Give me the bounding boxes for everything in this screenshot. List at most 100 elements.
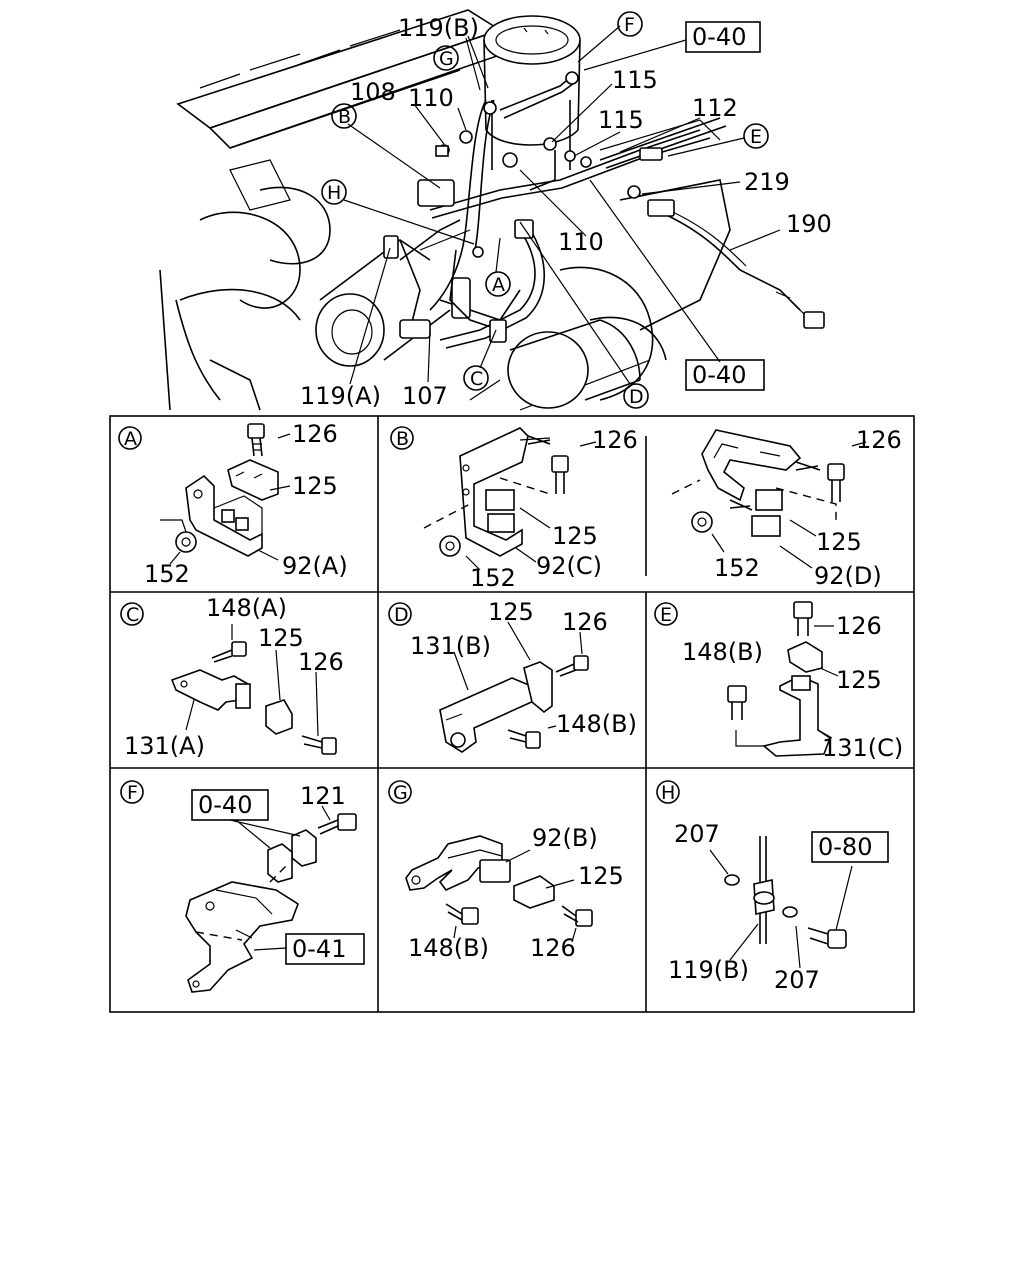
panel-b-left-label-152: 152 <box>470 564 516 592</box>
bolt-126-g <box>561 905 593 927</box>
clip-f-lower <box>267 843 293 883</box>
panel-b-left-label-125: 125 <box>552 522 598 550</box>
clamp-125-d <box>523 661 553 714</box>
panel-b-letter: B <box>396 428 409 450</box>
svg-text:F: F <box>624 14 635 36</box>
bolt-126-e <box>793 601 813 636</box>
callout-g: G <box>433 45 459 71</box>
label-107: 107 <box>402 382 448 410</box>
panel-b-left: 126 125 152 92(C) <box>423 426 638 592</box>
svg-text:G: G <box>439 48 454 70</box>
panel-e-label-131c: 131(C) <box>822 734 903 762</box>
detail-panel-d: D 131(B) 125 126 148(B) <box>388 598 637 753</box>
bolt-148b-g <box>445 903 479 925</box>
bolt-121 <box>317 813 357 835</box>
callout-d: D <box>623 383 649 409</box>
fuel-lines <box>399 75 801 349</box>
ref-box-0-40-bottom: 0-40 <box>685 359 765 391</box>
svg-text:D: D <box>629 386 644 408</box>
bolt-126-b-right <box>827 463 845 502</box>
bolt-126-b-left <box>551 455 569 494</box>
label-108: 108 <box>350 78 396 106</box>
nut-152 <box>175 531 197 553</box>
panel-a-letter: A <box>124 428 137 450</box>
detail-panel-c: C 148(A) 125 126 131(A) <box>120 594 344 760</box>
overview-hardware <box>383 71 825 343</box>
panel-h-letter: H <box>661 782 675 804</box>
callout-b: B <box>331 103 357 129</box>
panel-f-letter: F <box>127 782 138 804</box>
panel-b-left-label-126: 126 <box>592 426 638 454</box>
label-112: 112 <box>692 94 738 122</box>
panel-h-label-207-upper: 207 <box>674 820 720 848</box>
bracket-92b <box>405 835 503 891</box>
washer-207-lower <box>782 906 798 918</box>
panel-a-label-126: 126 <box>292 420 338 448</box>
overview-leaders <box>343 25 781 385</box>
callout-h: H <box>321 179 347 205</box>
panel-d-label-131b: 131(B) <box>410 632 491 660</box>
bracket-92d <box>701 429 802 502</box>
bolt-126-c <box>301 735 337 755</box>
panel-d-label-126: 126 <box>562 608 608 636</box>
detail-panel-f: F 0-40 0-41 121 <box>120 780 365 993</box>
svg-text:E: E <box>750 126 762 148</box>
ref-box-0-40-top: 0-40 <box>685 21 761 53</box>
label-110-lower: 110 <box>558 228 604 256</box>
label-115-upper: 115 <box>612 66 658 94</box>
svg-text:H: H <box>327 182 341 204</box>
panel-c-label-126: 126 <box>298 648 344 676</box>
bolt-126-d <box>555 655 589 677</box>
detail-grid <box>109 415 915 1013</box>
panel-c-label-125: 125 <box>258 624 304 652</box>
panel-b-right-label-92d: 92(D) <box>814 562 882 590</box>
panel-h-label-119b: 119(B) <box>668 956 749 984</box>
bolt-126 <box>247 423 265 457</box>
bolt-148a <box>211 641 247 663</box>
fuel-filter-canister <box>483 15 581 170</box>
panel-g-label-125: 125 <box>578 862 624 890</box>
panel-c-label-131a: 131(A) <box>124 732 205 760</box>
detail-panel-g: G 92(B) 125 148(B) 126 <box>388 780 624 962</box>
callout-c: C <box>463 365 489 391</box>
panel-g-label-126: 126 <box>530 934 576 962</box>
ref-0-40-top: 0-40 <box>692 23 746 51</box>
callout-e: E <box>743 123 769 149</box>
panel-e-label-126: 126 <box>836 612 882 640</box>
clamp-125-c <box>265 699 293 735</box>
bracket-131c <box>762 675 831 757</box>
ref-0-40-bottom: 0-40 <box>692 361 746 389</box>
panel-e-label-125: 125 <box>836 666 882 694</box>
engine-overview: 119(B) 115 115 112 108 110 110 219 190 1… <box>159 9 832 411</box>
label-219: 219 <box>744 168 790 196</box>
label-119b-top: 119(B) <box>398 14 479 42</box>
callout-a: A <box>485 271 511 297</box>
svg-text:C: C <box>470 368 483 390</box>
label-110-upper: 110 <box>408 84 454 112</box>
panel-c-letter: C <box>126 604 139 626</box>
panel-b-right-label-152: 152 <box>714 554 760 582</box>
ref-box-f-0-40: 0-40 <box>191 789 269 821</box>
ref-box-f-0-41: 0-41 <box>285 933 365 965</box>
nut-152-b-right <box>691 511 713 533</box>
panel-f-label-121: 121 <box>300 782 346 810</box>
panel-a-label-92a: 92(A) <box>282 552 348 580</box>
panel-e-letter: E <box>660 604 672 626</box>
panel-a-label-125: 125 <box>292 472 338 500</box>
detail-panel-a: A 126 125 152 92(A) <box>118 420 348 588</box>
callout-f: F <box>617 11 643 37</box>
panel-b-right-label-126: 126 <box>856 426 902 454</box>
panel-g-label-92b: 92(B) <box>532 824 598 852</box>
panel-f-ref-0-40: 0-40 <box>198 791 252 819</box>
panel-h-label-207-lower: 207 <box>774 966 820 994</box>
svg-text:A: A <box>492 274 505 296</box>
clamp-125-g <box>513 875 555 909</box>
engine-block-shape <box>159 9 731 411</box>
bracket-92c <box>459 427 529 557</box>
panel-g-label-148b: 148(B) <box>408 934 489 962</box>
washer-207-upper <box>724 874 740 886</box>
fuel-pump-housing <box>315 239 641 409</box>
panel-h-ref-0-80: 0-80 <box>818 833 872 861</box>
bolt-148b-e <box>727 685 747 720</box>
